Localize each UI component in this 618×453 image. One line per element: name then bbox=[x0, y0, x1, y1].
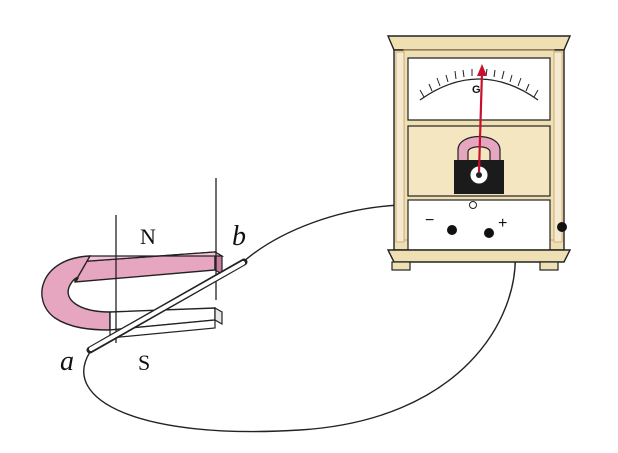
south-pole-label: S bbox=[138, 350, 150, 375]
meter-needle bbox=[477, 71, 484, 173]
side-knob[interactable] bbox=[557, 222, 567, 232]
meter-foot-right bbox=[539, 261, 559, 271]
positive-terminal-label: + bbox=[498, 215, 507, 232]
needle-tip bbox=[477, 64, 487, 76]
negative-terminal[interactable] bbox=[447, 225, 457, 235]
conducting-rod bbox=[86, 258, 248, 354]
meter-foot-left bbox=[391, 261, 411, 271]
meter-symbol-label: G bbox=[472, 84, 481, 96]
rod-end-a-label: a bbox=[60, 346, 74, 377]
galvanometer-icon: G − + bbox=[386, 35, 572, 271]
zero-adjust-screw[interactable] bbox=[469, 201, 477, 209]
rod-end-b-label: b bbox=[232, 221, 246, 252]
positive-terminal[interactable] bbox=[484, 228, 494, 238]
north-pole-label: N bbox=[140, 224, 156, 249]
negative-terminal-label: − bbox=[425, 212, 434, 229]
